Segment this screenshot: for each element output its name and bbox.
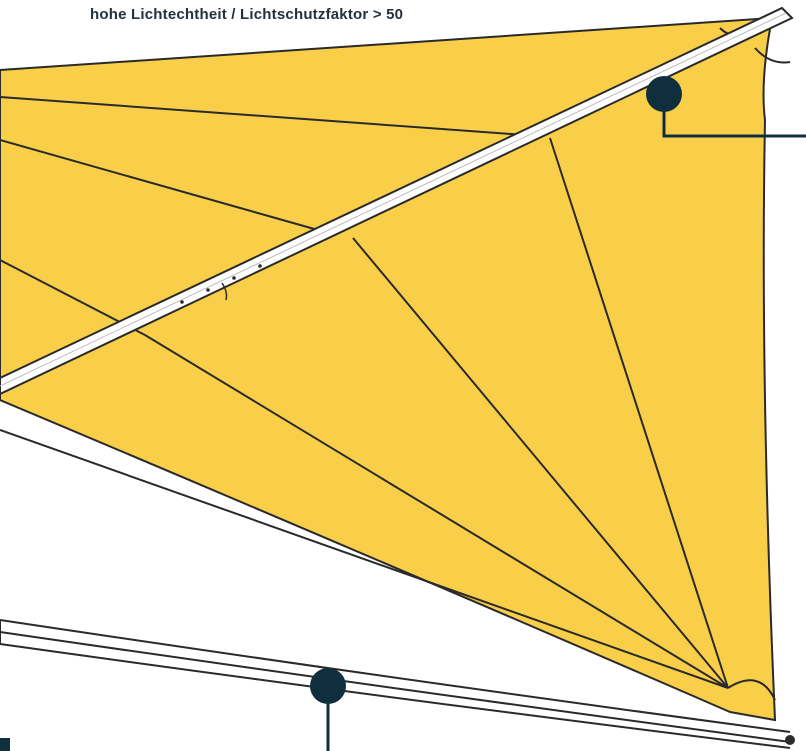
pole-rivet — [206, 288, 210, 292]
pole-rivet — [180, 300, 184, 304]
pole-callout — [646, 76, 806, 138]
lower-bar-callout — [310, 668, 346, 751]
pole-rivet — [258, 264, 262, 268]
pole-joint — [221, 282, 228, 301]
feature-caption: hohe Lichtechtheit / Lichtschutzfaktor >… — [90, 6, 404, 23]
pole-rivet — [232, 276, 236, 280]
sail-fabric — [0, 16, 777, 722]
support-pole — [0, 6, 794, 396]
corner-tab — [0, 738, 10, 751]
lower-bar — [0, 619, 791, 749]
lower-bar-end-cap — [785, 735, 795, 745]
